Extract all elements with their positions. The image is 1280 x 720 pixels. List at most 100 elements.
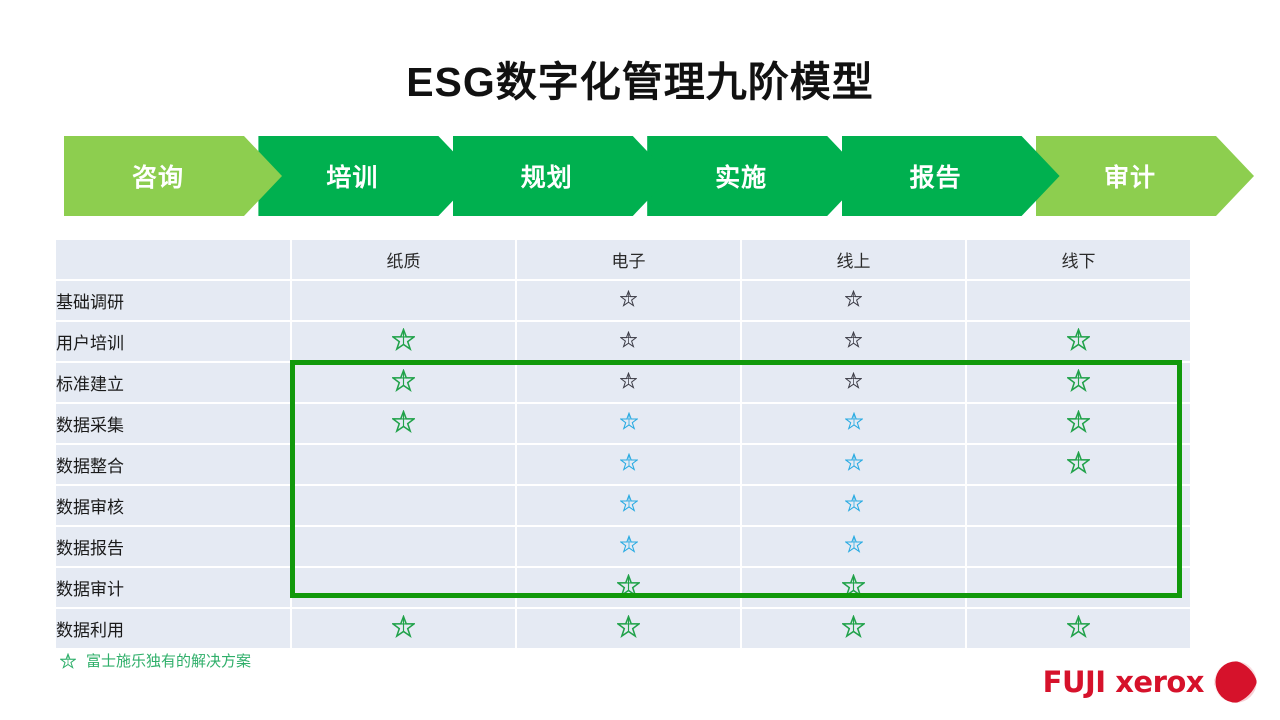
matrix-cell-r7-c2 [516, 526, 742, 568]
matrix-cell-r6-c4 [966, 485, 1190, 527]
process-step-label: 审计 [1103, 164, 1156, 192]
table-row: 数据整合 [56, 444, 1190, 486]
star-icon [60, 652, 76, 669]
matrix-cell-r2-c1 [291, 321, 517, 363]
process-step-2: 培训 [258, 136, 476, 216]
capability-matrix: 纸质 电子 线上 线下 基础调研用户培训标准建立数据采集数据整合数据审核数据报告… [56, 240, 1190, 648]
star-icon-green [1067, 614, 1090, 638]
star-icon-green [392, 327, 415, 351]
column-header-3: 线下 [966, 240, 1190, 281]
matrix-cell-r9-c2 [516, 608, 742, 648]
star-icon-green [392, 368, 415, 392]
table-header-row: 纸质 电子 线上 线下 [56, 240, 1190, 281]
row-label-7: 数据报告 [56, 526, 292, 568]
row-label-2: 用户培训 [56, 321, 292, 363]
table-row: 数据利用 [56, 608, 1190, 648]
star-icon-blue [619, 453, 638, 471]
process-step-label: 实施 [715, 164, 768, 192]
star-icon-blue [619, 535, 638, 553]
row-label-6: 数据审核 [56, 485, 292, 527]
matrix-cell-r2-c3 [741, 321, 967, 363]
star-icon-blue [844, 453, 863, 471]
matrix-cell-r5-c1 [291, 444, 517, 486]
matrix-cell-r5-c4 [966, 444, 1190, 486]
row-label-8: 数据审计 [56, 567, 292, 609]
matrix-cell-r9-c1 [291, 608, 517, 648]
star-icon-dark [845, 330, 862, 348]
matrix-cell-r2-c2 [516, 321, 742, 363]
matrix-cell-r4-c4 [966, 403, 1190, 445]
matrix-cell-r1-c3 [741, 280, 967, 322]
matrix-cell-r7-c4 [966, 526, 1190, 568]
matrix-cell-r8-c4 [966, 567, 1190, 609]
star-icon-dark [845, 371, 862, 389]
process-step-label: 报告 [909, 164, 962, 192]
matrix-cell-r9-c4 [966, 608, 1190, 648]
table-row: 标准建立 [56, 362, 1190, 404]
process-step-label: 培训 [326, 164, 379, 192]
star-icon-blue [619, 494, 638, 512]
process-step-6: 审计 [1036, 136, 1254, 216]
page-title: ESG数字化管理九阶模型 [406, 59, 874, 105]
process-step-label: 规划 [520, 164, 573, 192]
star-icon-dark [845, 289, 862, 307]
matrix-cell-r3-c4 [966, 362, 1190, 404]
brand-logo: FUJI xerox [1043, 660, 1258, 704]
row-label-1: 基础调研 [56, 280, 292, 322]
matrix-cell-r7-c1 [291, 526, 517, 568]
star-icon-green [1067, 327, 1090, 351]
star-icon-blue [619, 412, 638, 430]
matrix-cell-r4-c2 [516, 403, 742, 445]
process-step-label: 咨询 [131, 164, 184, 192]
logo-wordmark: FUJI xerox [1042, 665, 1205, 699]
star-icon-green [617, 573, 640, 597]
matrix-cell-r6-c3 [741, 485, 967, 527]
star-icon-dark [620, 289, 637, 307]
column-header-1: 电子 [516, 240, 742, 281]
star-icon-blue [844, 535, 863, 553]
row-label-3: 标准建立 [56, 362, 292, 404]
table-row: 基础调研 [56, 280, 1190, 322]
row-label-4: 数据采集 [56, 403, 292, 445]
matrix-cell-r3-c2 [516, 362, 742, 404]
star-icon-green [392, 409, 415, 433]
process-step-3: 规划 [453, 136, 671, 216]
matrix-cell-r8-c3 [741, 567, 967, 609]
star-icon-green [617, 614, 640, 638]
matrix-corner-header [56, 240, 292, 281]
matrix-cell-r2-c4 [966, 321, 1190, 363]
legend-footnote: 富士施乐独有的解决方案 [60, 650, 251, 671]
matrix-cell-r3-c1 [291, 362, 517, 404]
table-row: 数据采集 [56, 403, 1190, 445]
matrix-cell-r7-c3 [741, 526, 967, 568]
process-flow: 咨询 培训 规划 实施 报告 审计 [64, 136, 1224, 216]
matrix-cell-r9-c3 [741, 608, 967, 648]
column-header-2: 线上 [741, 240, 967, 281]
star-icon-green [1067, 450, 1090, 474]
matrix-cell-r6-c2 [516, 485, 742, 527]
table-row: 数据审核 [56, 485, 1190, 527]
star-icon-green [842, 614, 865, 638]
process-step-4: 实施 [647, 136, 865, 216]
column-header-0: 纸质 [291, 240, 517, 281]
matrix-cell-r6-c1 [291, 485, 517, 527]
matrix-cell-r5-c3 [741, 444, 967, 486]
star-icon-blue [844, 494, 863, 512]
matrix-cell-r8-c2 [516, 567, 742, 609]
star-icon-blue [844, 412, 863, 430]
star-icon-dark [620, 330, 637, 348]
star-icon-green [1067, 368, 1090, 392]
star-icon-green [392, 614, 415, 638]
matrix-cell-r8-c1 [291, 567, 517, 609]
table-row: 数据报告 [56, 526, 1190, 568]
matrix-cell-r5-c2 [516, 444, 742, 486]
table-row: 数据审计 [56, 567, 1190, 609]
row-label-5: 数据整合 [56, 444, 292, 486]
process-step-1: 咨询 [64, 136, 282, 216]
xerox-sphere-icon [1214, 660, 1258, 704]
star-icon-green [1067, 409, 1090, 433]
matrix-cell-r3-c3 [741, 362, 967, 404]
matrix-cell-r1-c4 [966, 280, 1190, 322]
matrix-cell-r4-c3 [741, 403, 967, 445]
matrix-cell-r4-c1 [291, 403, 517, 445]
